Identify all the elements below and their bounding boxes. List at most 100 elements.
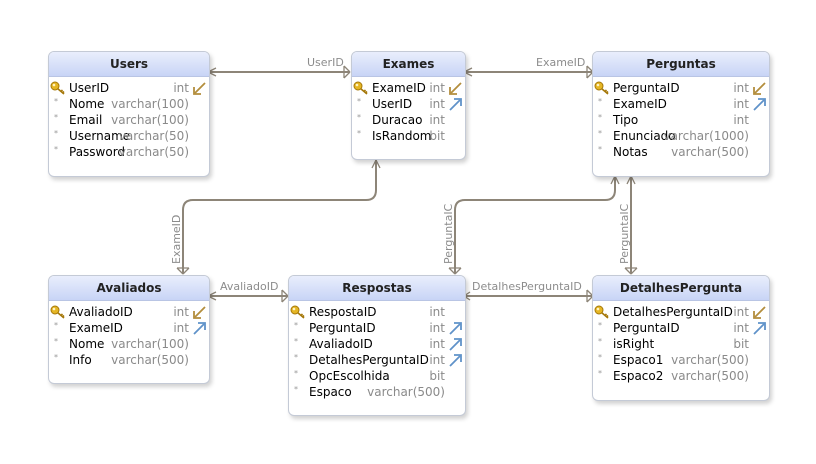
foreign-key-out-arrow-icon — [449, 322, 462, 335]
nullable-marker-icon: * — [53, 144, 65, 160]
foreign-key-in-arrow-icon — [193, 306, 206, 319]
field-type: varchar(500) — [111, 353, 189, 367]
field-type: bit — [733, 337, 749, 351]
field-type: varchar(500) — [671, 145, 749, 159]
nullable-marker-icon: * — [293, 368, 305, 384]
svg-text:*: * — [598, 129, 602, 138]
svg-text:*: * — [54, 97, 58, 106]
field-name: Nome — [69, 337, 105, 351]
relation-label-exameid-top: ExameID — [536, 56, 585, 69]
field-type: varchar(500) — [367, 385, 445, 399]
nullable-marker-icon: * — [356, 112, 368, 128]
field-type: int — [429, 337, 445, 351]
field-name: Password — [69, 145, 126, 159]
relation-perguntas-exames[interactable]: ExameID — [463, 56, 594, 79]
table-title[interactable]: Exames — [352, 52, 465, 77]
svg-text:*: * — [357, 129, 361, 138]
relation-detalhes-perguntas[interactable]: PerguntaIC — [618, 175, 638, 275]
relation-label-avaliadoid: AvaliadoID — [220, 280, 278, 293]
relation-respostas-avaliados[interactable]: AvaliadoID — [207, 280, 289, 303]
table-title[interactable]: Respostas — [289, 276, 465, 301]
relation-respostas-perguntas[interactable]: PerguntaIC — [442, 175, 620, 275]
field-name: ExameID — [69, 321, 123, 335]
field-type: int — [733, 81, 749, 95]
table-title[interactable]: Users — [49, 52, 209, 77]
field-name: UserID — [69, 81, 110, 95]
field-row[interactable]: * Info varchar(500) — [49, 352, 209, 368]
field-type: int — [733, 305, 749, 319]
field-name: PerguntaID — [613, 321, 680, 335]
field-type: int — [733, 97, 749, 111]
nullable-marker-icon: * — [53, 352, 65, 368]
field-name: Info — [69, 353, 92, 367]
field-type: varchar(50) — [118, 129, 189, 143]
primary-key-icon — [594, 81, 610, 95]
table-title[interactable]: DetalhesPergunta — [593, 276, 769, 301]
foreign-key-out-arrow-icon — [753, 98, 766, 111]
nullable-marker-icon: * — [293, 320, 305, 336]
svg-text:*: * — [598, 145, 602, 154]
field-name: isRight — [613, 337, 655, 351]
field-type: varchar(100) — [111, 97, 189, 111]
field-name: AvaliadoID — [309, 337, 373, 351]
relation-avaliados-exames[interactable]: ExameID — [170, 159, 381, 275]
field-name: UserID — [372, 97, 413, 111]
relation-exames-users[interactable]: UserID — [207, 56, 351, 79]
nullable-marker-icon: * — [53, 112, 65, 128]
table-title[interactable]: Perguntas — [593, 52, 769, 77]
relation-label-userid: UserID — [307, 56, 344, 69]
field-type: varchar(100) — [111, 337, 189, 351]
field-type: bit — [429, 369, 445, 383]
nullable-marker-icon: * — [597, 368, 609, 384]
field-type: int — [733, 113, 749, 127]
foreign-key-in-arrow-icon — [753, 306, 766, 319]
svg-text:*: * — [294, 353, 298, 362]
nullable-marker-icon: * — [293, 352, 305, 368]
field-name: IsRandom — [372, 129, 432, 143]
field-name: DetalhesPerguntaID — [613, 305, 733, 319]
table-title[interactable]: Avaliados — [49, 276, 209, 301]
field-name: DetalhesPerguntaID — [309, 353, 429, 367]
svg-text:*: * — [294, 369, 298, 378]
svg-text:*: * — [598, 369, 602, 378]
relation-respostas-detalhes[interactable]: DetalhesPerguntaID — [462, 280, 594, 303]
